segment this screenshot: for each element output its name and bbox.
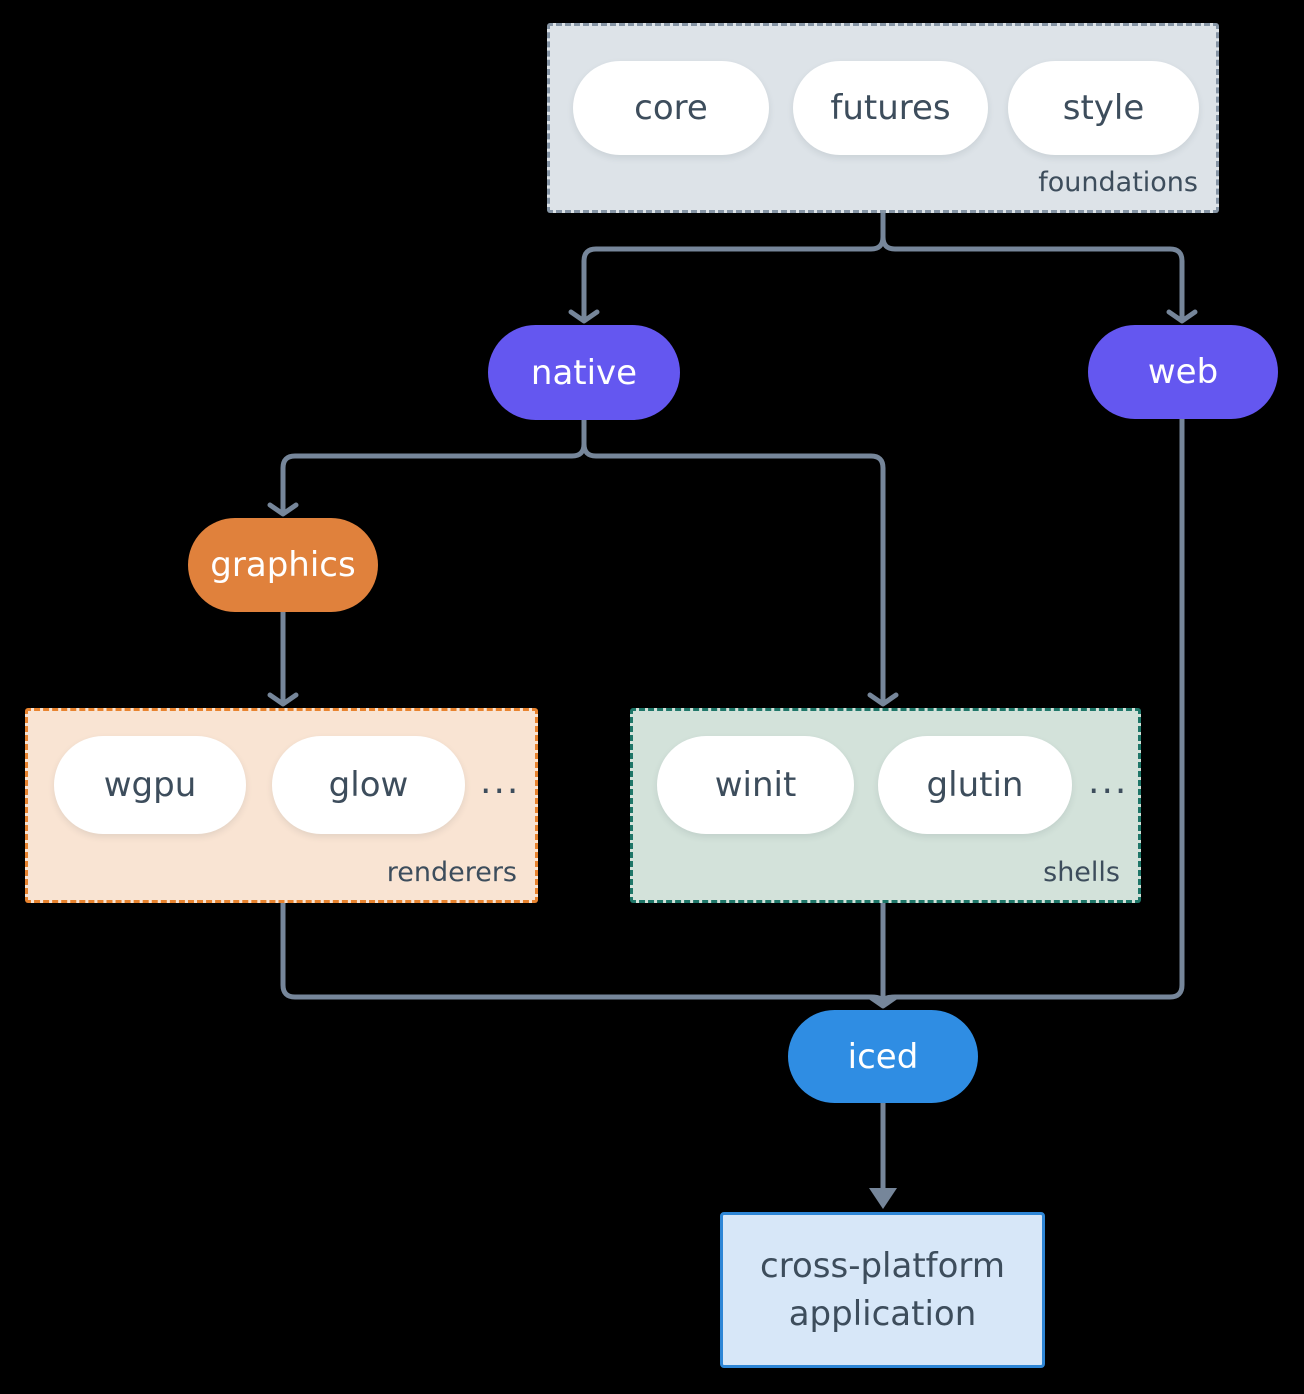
arrowhead-native	[568, 309, 600, 324]
arrowhead-renderers	[267, 692, 299, 707]
renderers-ellipsis: ...	[480, 761, 521, 802]
arrowhead-iced	[867, 994, 899, 1009]
group-renderers: wgpu glow ... renderers	[25, 708, 538, 903]
node-glutin: glutin	[878, 736, 1072, 834]
group-renderers-label: renderers	[386, 857, 517, 888]
node-style: style	[1008, 61, 1199, 155]
group-foundations-label: foundations	[1038, 167, 1198, 198]
node-graphics: graphics	[188, 518, 378, 612]
node-core: core	[573, 61, 769, 155]
group-shells: winit glutin ... shells	[630, 708, 1141, 903]
arrowhead-graphics	[267, 502, 299, 517]
node-iced: iced	[788, 1010, 978, 1103]
arrowhead-web	[1166, 309, 1198, 324]
node-native: native	[488, 325, 680, 420]
node-futures: futures	[793, 61, 988, 155]
node-wgpu: wgpu	[54, 736, 246, 834]
arrowhead-application	[869, 1188, 897, 1209]
arrow-renderers-to-iced	[280, 903, 886, 1004]
arrow-foundations-to-native	[581, 213, 886, 321]
arrow-native-to-shells	[581, 420, 886, 704]
shells-ellipsis: ...	[1088, 761, 1129, 802]
group-shells-label: shells	[1043, 857, 1120, 888]
arrow-foundations-to-web	[880, 213, 1185, 321]
arrowhead-shells	[867, 692, 899, 707]
arrow-native-to-graphics	[280, 420, 587, 514]
group-foundations: core futures style foundations	[547, 23, 1219, 213]
node-winit: winit	[657, 736, 854, 834]
node-glow: glow	[272, 736, 465, 834]
node-cross-platform-application: cross-platform application	[720, 1212, 1045, 1368]
node-web: web	[1088, 325, 1278, 419]
